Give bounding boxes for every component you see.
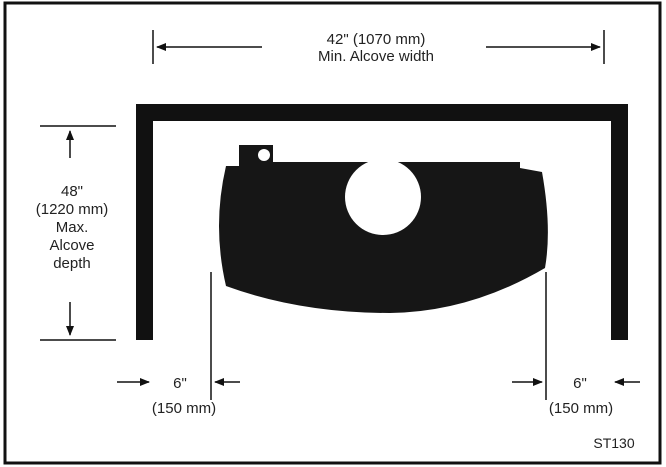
left-clearance-in: 6" — [173, 375, 187, 392]
right-clearance-dimension: 6" (150 mm) — [512, 272, 640, 417]
alcove-left-wall — [136, 104, 153, 340]
drawing-code: ST130 — [593, 435, 634, 451]
alcove-back-wall — [136, 104, 628, 121]
width-caption: Min. Alcove width — [318, 48, 434, 65]
alcove-right-wall — [611, 104, 628, 340]
right-clearance-in: 6" — [573, 375, 587, 392]
alcove-walls — [136, 104, 628, 340]
width-dimension: 42" (1070 mm) Min. Alcove width — [152, 30, 605, 65]
left-clearance-dimension: 6" (150 mm) — [117, 272, 240, 417]
depth-caption-line3: depth — [53, 255, 91, 272]
depth-value-mm: (1220 mm) — [36, 201, 109, 218]
left-clearance-mm: (150 mm) — [152, 400, 216, 417]
overflow-hole — [258, 149, 270, 161]
depth-value-in: 48" — [61, 183, 83, 200]
drain-opening — [345, 159, 421, 235]
right-clearance-mm: (150 mm) — [549, 400, 613, 417]
depth-dimension: 48" (1220 mm) Max. Alcove depth — [36, 125, 116, 341]
depth-caption-line1: Max. — [56, 219, 89, 236]
width-value: 42" (1070 mm) — [327, 31, 426, 48]
bathtub-body — [219, 162, 548, 313]
bathtub — [219, 145, 548, 313]
diagram-frame — [3, 1, 662, 465]
depth-caption-line2: Alcove — [49, 237, 94, 254]
